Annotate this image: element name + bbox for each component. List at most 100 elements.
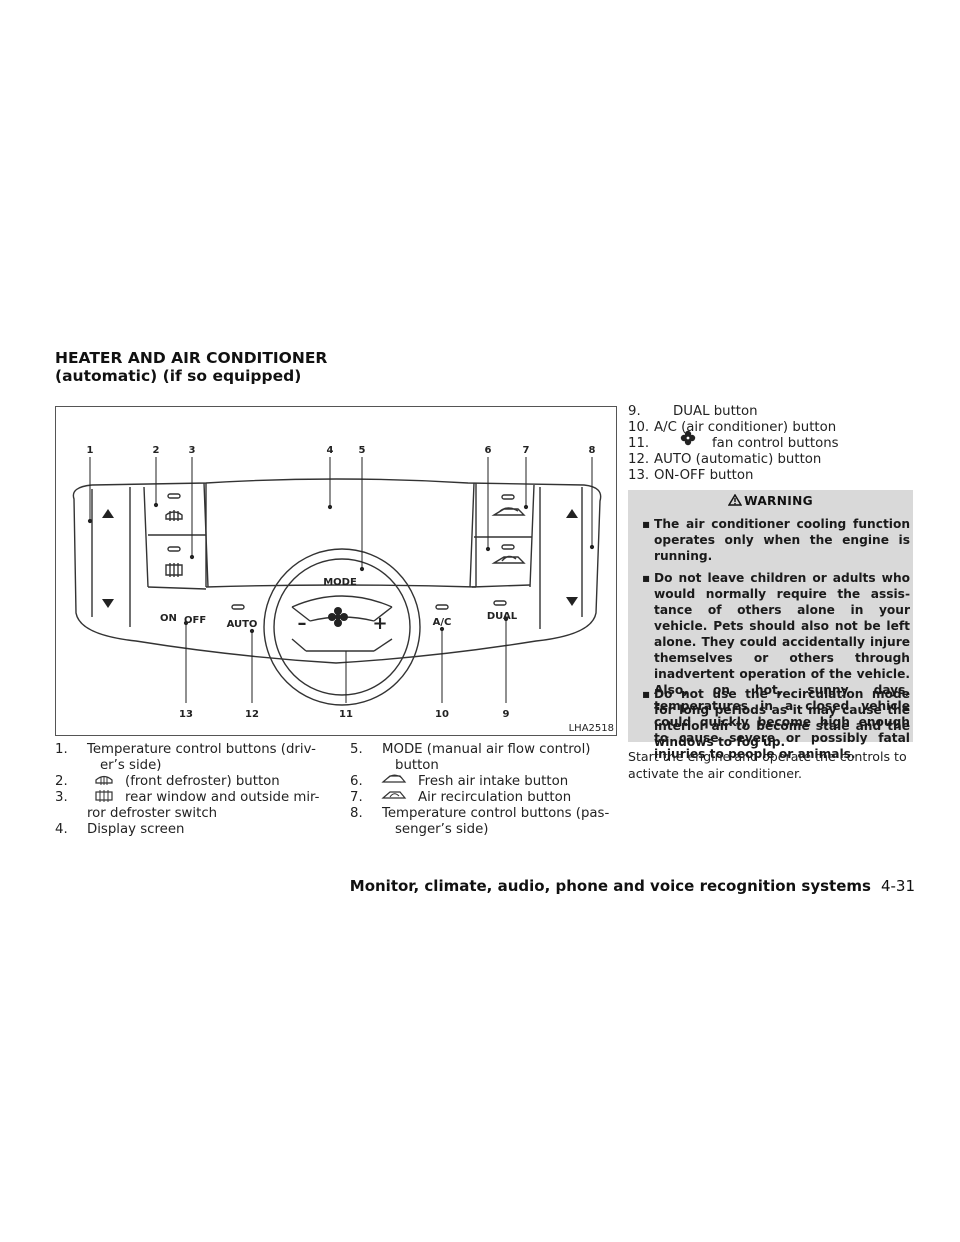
auto-label: AUTO (227, 619, 258, 630)
item-text: senger’s side) (395, 822, 489, 837)
callout-5: 5 (359, 445, 366, 456)
item-text: Temperature control buttons (pas- (382, 806, 610, 821)
fresh-air-icon (381, 774, 407, 783)
figure-code: LHA2518 (568, 723, 614, 734)
minus-label: – (298, 613, 307, 634)
page-footer: Monitor, climate, audio, phone and voice… (350, 877, 915, 895)
list-item: 12. AUTO (automatic) button (628, 452, 918, 468)
callout-3: 3 (189, 445, 196, 456)
callout-13: 13 (179, 709, 193, 720)
callout-4: 4 (327, 445, 334, 456)
fan-icon (680, 430, 696, 446)
item-number: 13. (628, 468, 650, 483)
item-text: fan control buttons (712, 436, 839, 451)
ac-label: A/C (433, 617, 452, 628)
warning-title: WARNING (744, 494, 813, 508)
air-recirculation-icon (381, 791, 407, 799)
list-item: 3. rear window and outside mir- ror defr… (55, 790, 325, 822)
callout-1: 1 (87, 445, 94, 456)
item-number: 2. (55, 774, 68, 789)
indicator (167, 546, 181, 552)
temp-up-arrow-left (102, 509, 114, 518)
fan-icon (328, 607, 348, 627)
off-label: OFF (184, 615, 206, 626)
warning-text: Do not leave children or adults who woul… (654, 571, 910, 761)
front-defroster-icon (165, 510, 183, 521)
item-text: Temperature control buttons (driv- (87, 742, 316, 757)
rear-defroster-icon (165, 563, 183, 577)
list-item: 9. DUAL button (628, 404, 918, 420)
warning-bullet: ▪ Do not use the recirculation mode for … (642, 686, 910, 750)
fresh-air-icon (491, 507, 526, 516)
callout-8: 8 (589, 445, 596, 456)
row-separator (147, 534, 532, 590)
callout-7: 7 (523, 445, 530, 456)
item-text: Air recirculation button (418, 790, 572, 805)
warning-box: WARNING ▪ The air conditioner cooling fu… (628, 490, 913, 761)
list-item: 5. MODE (manual air flow control) button (350, 742, 620, 774)
item-number: 9. (628, 404, 641, 419)
list-item: 1. Temperature control buttons (driv- er… (55, 742, 325, 774)
section-title-line2: (automatic) (if so equipped) (55, 367, 302, 385)
indicator (493, 600, 507, 606)
item-number: 8. (350, 806, 363, 821)
item-text: A/C (air conditioner) button (654, 420, 837, 435)
callout-9: 9 (503, 709, 510, 720)
list-item: 10. A/C (air conditioner) button (628, 420, 918, 436)
item-number: 11. (628, 436, 650, 451)
list-item: 7. Air recirculation button (350, 790, 620, 806)
left-temp-column (91, 487, 131, 627)
on-label: ON (160, 613, 177, 624)
indicator (501, 544, 515, 550)
bullet-mark: ▪ (642, 517, 651, 531)
list-item: 2. (front defroster) button (55, 774, 325, 790)
temp-down-arrow-left (102, 599, 114, 608)
item-number: 3. (55, 790, 68, 805)
item-text: ror defroster switch (87, 806, 218, 821)
temp-up-arrow-right (566, 509, 578, 518)
warning-icon (727, 493, 743, 506)
section-title-line1: HEATER AND AIR CONDITIONER (55, 349, 328, 367)
item-text: MODE (manual air flow control) (382, 742, 591, 757)
indicator (167, 493, 181, 499)
item-number: 10. (628, 420, 650, 435)
callout-6: 6 (485, 445, 492, 456)
item-text: rear window and outside mir- (125, 790, 320, 805)
item-text: ON-OFF button (654, 468, 754, 483)
list-item: 13. ON-OFF button (628, 468, 918, 484)
dial-inner-ring (273, 558, 411, 696)
callout-10: 10 (435, 709, 449, 720)
item-text: DUAL button (673, 404, 758, 419)
right-button-column (469, 482, 535, 588)
indicator (435, 604, 449, 610)
warning-text: Do not use the recirculation mode for lo… (654, 687, 910, 749)
chapter-title: Monitor, climate, audio, phone and voice… (349, 877, 871, 895)
dial-divider (291, 595, 393, 622)
item-number: 1. (55, 742, 68, 757)
list-item: 4. Display screen (55, 822, 325, 838)
item-text: er’s side) (100, 758, 162, 773)
list-item: 6. Fresh air intake button (350, 774, 620, 790)
climate-panel-figure: MODE AUTO ON OFF A/C DUAL – + 1 (55, 406, 617, 736)
list-item: 8. Temperature control buttons (pas- sen… (350, 806, 620, 838)
temp-down-arrow-right (566, 597, 578, 606)
dual-label: DUAL (487, 611, 518, 622)
bullet-mark: ▪ (642, 687, 651, 701)
warning-bullet: ▪ Do not leave children or adults who wo… (642, 570, 910, 762)
list-item: 11. fan control buttons (628, 430, 918, 452)
item-text: AUTO (automatic) button (654, 452, 822, 467)
item-number: 7. (350, 790, 363, 805)
air-recirculation-icon (491, 555, 526, 564)
item-number: 12. (628, 452, 650, 467)
indicator (231, 604, 245, 610)
page-number: 4-31 (880, 877, 915, 895)
plus-label: + (372, 613, 387, 634)
item-number: 5. (350, 742, 363, 757)
front-defroster-icon (95, 775, 113, 785)
dial-outer-ring (263, 548, 421, 706)
rear-defroster-icon (95, 790, 113, 802)
item-text: button (395, 758, 439, 773)
indicator (501, 494, 515, 500)
bullet-mark: ▪ (642, 571, 651, 585)
display-outline (205, 483, 477, 588)
